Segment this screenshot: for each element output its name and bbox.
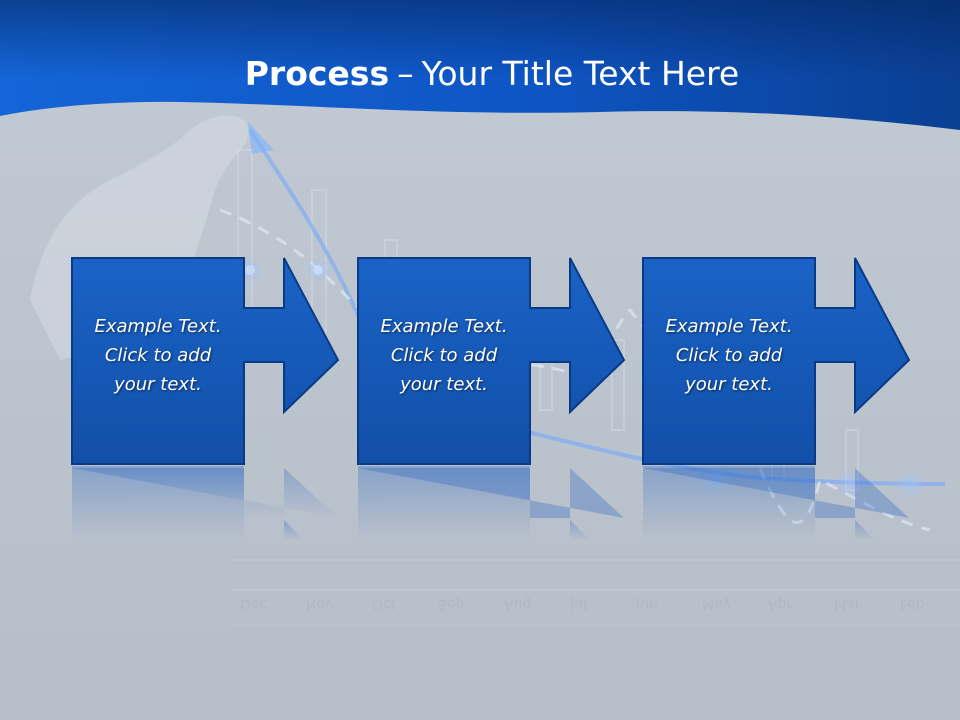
process-step-3[interactable]: Example Text. Click to add your text.	[641, 256, 931, 556]
background-month-label: Sep	[438, 596, 465, 612]
title-rest: Your Title Text Here	[421, 54, 740, 93]
background-month-label: Mar	[834, 596, 861, 612]
title-strong: Process	[244, 54, 390, 93]
background-month-label: Aug	[504, 596, 532, 612]
step-box-arrow-shape	[71, 257, 340, 518]
step-text[interactable]: Example Text. Click to add your text.	[645, 312, 813, 399]
background-month-labels: DecNovOctSepAugJulJunMayAprMarFebJan	[0, 596, 960, 626]
step-text-line3: your text.	[400, 374, 488, 395]
process-step-2[interactable]: Example Text. Click to add your text.	[356, 256, 646, 556]
background-arrow-head	[248, 122, 274, 154]
background-month-label: Nov	[306, 596, 334, 612]
background-month-label: Apr	[768, 596, 793, 612]
process-step-1[interactable]: Example Text. Click to add your text.	[70, 256, 360, 556]
background-month-label: Jun	[636, 596, 658, 612]
step-text-line2: Click to add	[390, 345, 498, 366]
step-text[interactable]: Example Text. Click to add your text.	[360, 312, 528, 399]
step-text-line3: your text.	[685, 374, 773, 395]
step-text-line2: Click to add	[675, 345, 783, 366]
step-text-line1: Example Text.	[380, 316, 508, 337]
background-month-label: May	[702, 596, 731, 612]
background-month-label: Dec	[240, 596, 268, 612]
step-box-arrow-shape	[357, 257, 626, 518]
step-text-line1: Example Text.	[94, 316, 222, 337]
title-separator: –	[397, 54, 414, 93]
step-text-line1: Example Text.	[665, 316, 793, 337]
background-month-label: Oct	[372, 596, 397, 612]
step-box-arrow-shape	[642, 257, 911, 518]
step-text-line3: your text.	[114, 374, 202, 395]
header-band	[0, 0, 960, 130]
step-text-line2: Click to add	[104, 345, 212, 366]
background-month-label: Feb	[900, 596, 925, 612]
step-text[interactable]: Example Text. Click to add your text.	[74, 312, 242, 399]
slide-title[interactable]: Process–Your Title Text Here	[0, 50, 960, 98]
background-month-label: Jul	[570, 596, 587, 612]
background-grid	[230, 559, 960, 626]
